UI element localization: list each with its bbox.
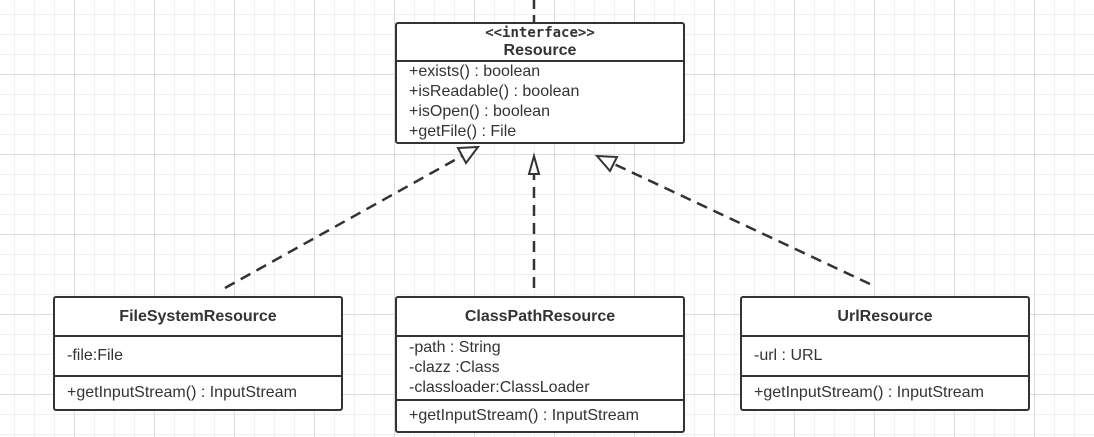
- class-name: UrlResource: [837, 307, 933, 325]
- class-attribute: -file:File: [67, 347, 124, 364]
- class-method: +getInputStream() : InputStream: [409, 407, 639, 424]
- interface-stereotype: <<interface>>: [485, 25, 595, 41]
- class-name: FileSystemResource: [119, 307, 277, 325]
- resource-interface-box[interactable]: <<interface>> Resource +exists() : boole…: [395, 22, 685, 144]
- interface-method: +getFile() : File: [409, 123, 517, 140]
- resource-interface-header: <<interface>> Resource: [397, 24, 683, 62]
- realization-classpath-arrowhead: [527, 152, 541, 175]
- urlresource-attributes: -url : URL: [742, 337, 1028, 375]
- class-attribute: -classloader:ClassLoader: [409, 379, 590, 396]
- filesystemresource-attributes: -file:File: [55, 337, 341, 375]
- filesystemresource-class-box[interactable]: FileSystemResource -file:File +getInputS…: [53, 296, 343, 411]
- classpathresource-header: ClassPathResource: [397, 298, 683, 337]
- realization-filesystem-arrowhead: [456, 145, 481, 165]
- class-method: +getInputStream() : InputStream: [67, 384, 297, 401]
- class-attribute: -url : URL: [754, 347, 823, 364]
- interface-method: +isOpen() : boolean: [409, 103, 550, 120]
- interface-methods: +exists() : boolean +isReadable() : bool…: [397, 62, 683, 142]
- class-method: +getInputStream() : InputStream: [754, 384, 984, 401]
- urlresource-methods: +getInputStream() : InputStream: [742, 375, 1028, 409]
- filesystemresource-methods: +getInputStream() : InputStream: [55, 375, 341, 409]
- realization-url-line: [613, 162, 871, 286]
- classpathresource-methods: +getInputStream() : InputStream: [397, 399, 683, 431]
- filesystemresource-header: FileSystemResource: [55, 298, 341, 337]
- realization-filesystem-line: [224, 154, 463, 290]
- interface-method: +exists() : boolean: [409, 63, 541, 80]
- urlresource-header: UrlResource: [742, 298, 1028, 337]
- class-attribute: -clazz :Class: [409, 359, 500, 376]
- class-attribute: -path : String: [409, 339, 501, 356]
- urlresource-class-box[interactable]: UrlResource -url : URL +getInputStream()…: [740, 296, 1030, 411]
- classpathresource-attributes: -path : String -clazz :Class -classloade…: [397, 337, 683, 399]
- interface-method: +isReadable() : boolean: [409, 83, 580, 100]
- interface-name: Resource: [503, 42, 577, 59]
- realization-url-arrowhead: [594, 154, 619, 173]
- class-name: ClassPathResource: [464, 307, 616, 325]
- classpathresource-class-box[interactable]: ClassPathResource -path : String -clazz …: [395, 296, 685, 433]
